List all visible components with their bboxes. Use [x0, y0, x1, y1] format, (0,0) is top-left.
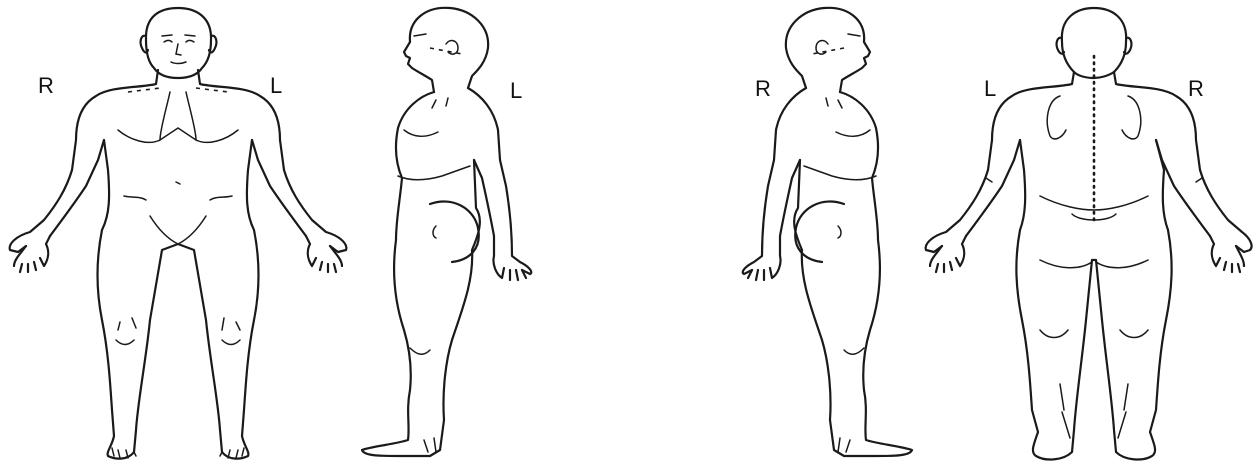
front-view-left-label: L [270, 75, 282, 97]
left-profile-figure [362, 8, 531, 456]
back-view-left-label: L [984, 78, 996, 100]
front-view-figure [10, 8, 347, 459]
back-view-right-label: R [1188, 78, 1204, 100]
left-profile-side-label: L [510, 80, 522, 102]
right-profile-side-label: R [755, 78, 771, 100]
front-view-right-label: R [38, 75, 54, 97]
